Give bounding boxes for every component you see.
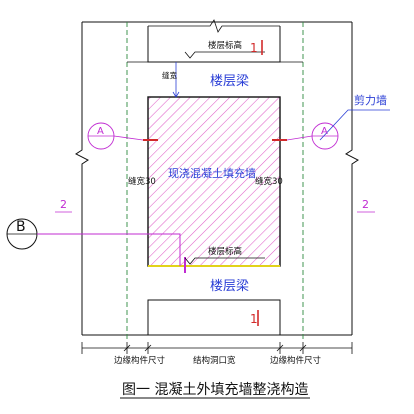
shear-wall-label: 剪力墙: [354, 93, 387, 107]
section-b-leader: [37, 233, 181, 266]
gap-vertical-arrow: [172, 91, 180, 98]
section-a-left-letter: A: [97, 126, 104, 137]
dim-slash-4: [299, 344, 307, 352]
section-b-letter: B: [16, 219, 26, 235]
gap-vertical-label: 缝宽: [162, 70, 177, 80]
lower-opening-outline: [147, 299, 281, 335]
beam-bottom-label: 楼层梁: [210, 279, 249, 294]
wall-right-number: 2: [362, 198, 369, 211]
dim-slash-2: [144, 344, 152, 352]
floor-elev-top-label: 楼层标高: [208, 40, 242, 51]
mark-top-number: 1: [250, 41, 258, 55]
fill-wall-label: 现浇混凝土填充墙: [168, 166, 256, 180]
section-a-left-leader: [113, 135, 144, 141]
section-a-right-leader: [286, 135, 313, 141]
opening-label: 结构洞口宽: [193, 355, 236, 366]
shear-wall-left-break: [75, 22, 89, 335]
upper-opening-break: [148, 19, 280, 33]
gap-left-label: 缝宽30: [128, 176, 156, 187]
beam-top-label: 楼层梁: [210, 74, 249, 89]
section-a-right-letter: A: [321, 126, 328, 137]
edge-right-label: 边缘构件尺寸: [270, 355, 322, 366]
dim-slash-1: [123, 344, 131, 352]
shear-wall-right-break: [345, 22, 359, 335]
gap-right-label: 缝宽30: [255, 176, 283, 187]
floor-elev-top-mark: [184, 51, 265, 59]
floor-elev-mid-label: 楼层标高: [208, 246, 242, 257]
dim-slash-3: [276, 344, 284, 352]
fill-wall-panel: [147, 96, 281, 267]
edge-left-label: 边缘构件尺寸: [114, 355, 166, 366]
wall-left-number: 2: [60, 198, 67, 211]
shear-wall-leader: [319, 109, 390, 141]
caption: 图一 混凝土外填充墙整浇构造: [122, 382, 308, 398]
mark-bottom-number: 1: [250, 312, 258, 326]
floor-elev-mid-mark: [184, 257, 265, 265]
